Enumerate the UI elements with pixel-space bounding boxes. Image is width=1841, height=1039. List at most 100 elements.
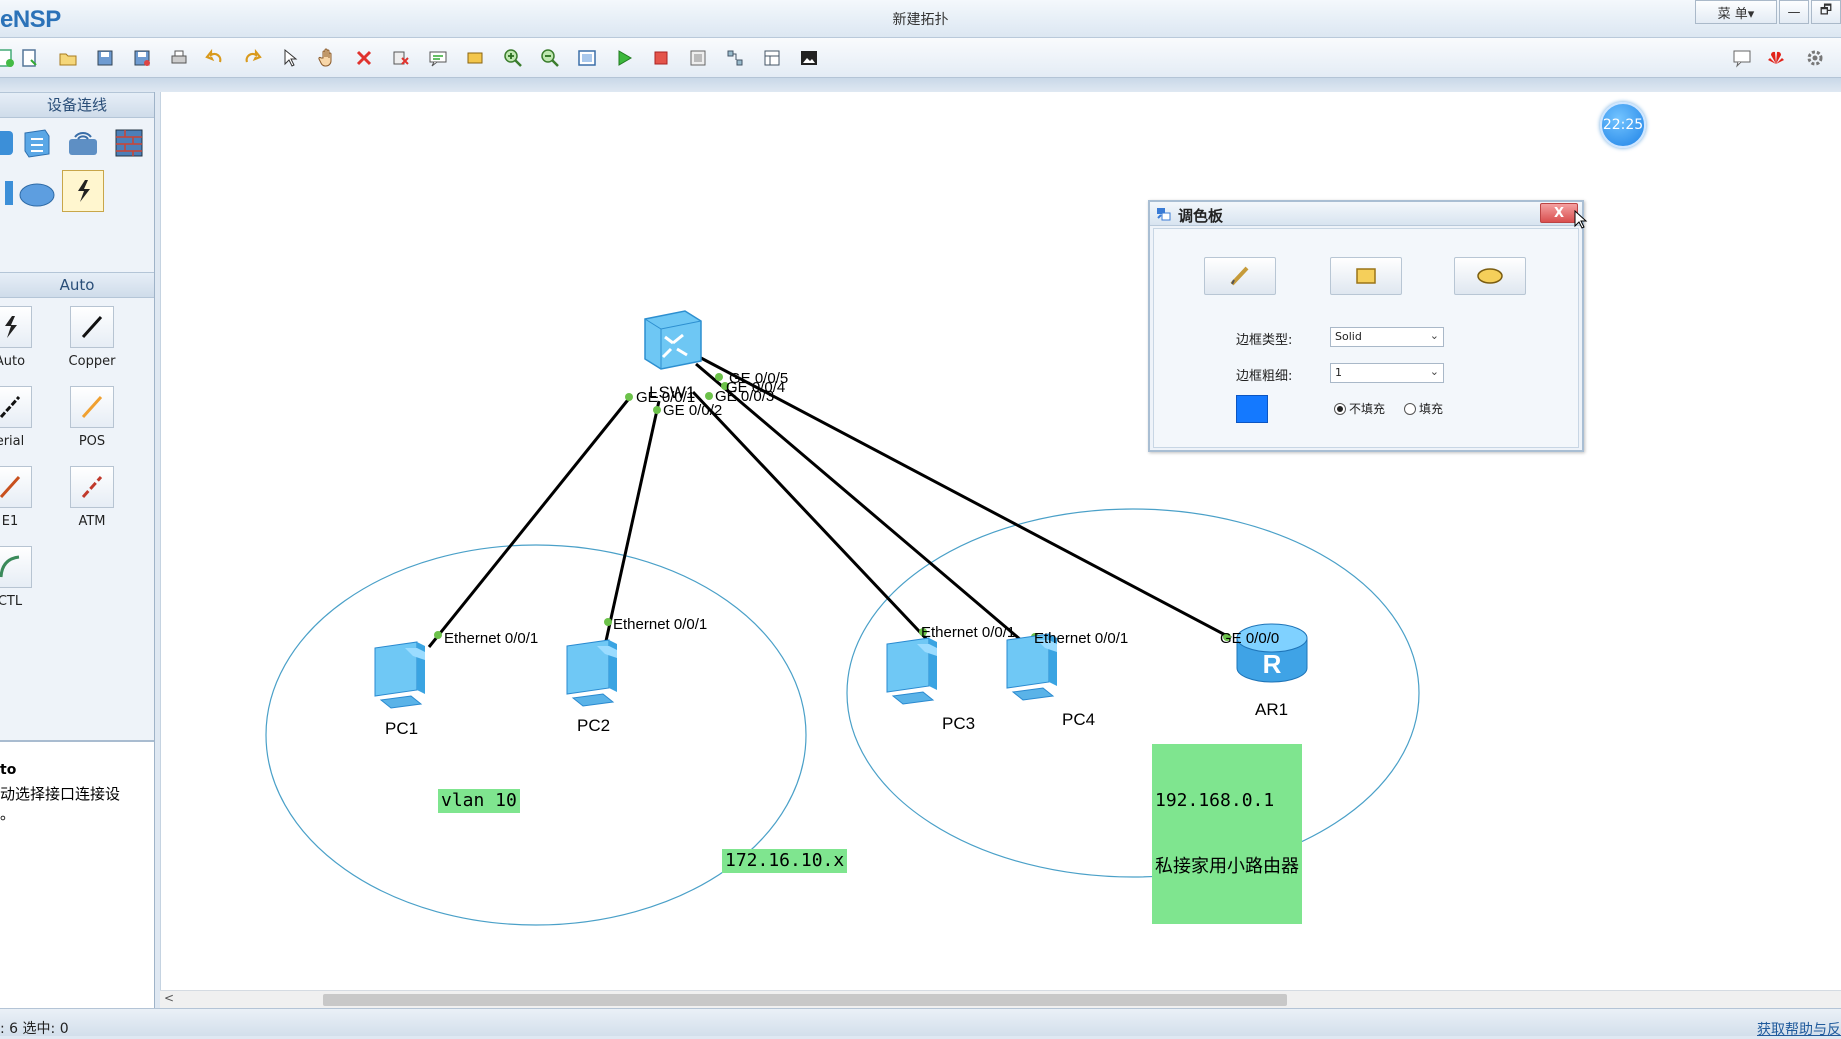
wireless-category-icon[interactable] [62, 122, 104, 164]
help-link[interactable]: 获取帮助与反 [1757, 1022, 1841, 1038]
restore-button[interactable]: 🗗 [1811, 0, 1841, 24]
topology-icon[interactable] [723, 47, 747, 69]
port-label-ar1: GE 0/0/0 [1220, 630, 1280, 647]
link-pc2-lsw1[interactable] [604, 400, 661, 642]
topology-canvas[interactable]: LSW1 PC1 PC2 PC3 PC4 R AR1 GE 0/0/1 GE 0… [160, 92, 1841, 992]
switch-label: LSW1 [649, 383, 696, 402]
palette-dialog: 调色板 X 边框类型: Solid ⌄ 边框粗细: 1 ⌄ 不填充 填充 [1148, 200, 1584, 452]
link-pc4-lsw1[interactable] [695, 362, 1036, 654]
fit-window-icon[interactable] [575, 47, 599, 69]
undo-icon[interactable] [203, 47, 227, 69]
chat-icon[interactable] [1730, 47, 1754, 69]
end-device-category-icon[interactable] [0, 172, 20, 214]
palette-title-icon [1156, 206, 1172, 226]
cable-copper[interactable]: Copper [52, 306, 132, 369]
link-ar1-lsw1[interactable] [700, 356, 1232, 640]
stop-device-icon[interactable] [649, 47, 673, 69]
title-bar: eNSP 新建拓扑 菜 单▾ — 🗗 [0, 0, 1841, 38]
border-type-value: Solid [1335, 330, 1362, 343]
port-dot [705, 392, 713, 400]
palette-icon[interactable] [463, 47, 487, 69]
settings-gear-icon[interactable] [1803, 47, 1827, 69]
link-pc3-lsw1[interactable] [691, 390, 937, 650]
pc1-icon[interactable] [361, 640, 441, 720]
start-device-icon[interactable] [612, 47, 636, 69]
open-icon[interactable] [56, 47, 80, 69]
vlan-area-ellipse[interactable] [265, 544, 807, 926]
pc3-icon[interactable] [873, 636, 953, 716]
new-file-icon[interactable] [18, 47, 42, 69]
ellipse-icon [1477, 268, 1503, 284]
delete-icon[interactable] [352, 47, 376, 69]
cable-category-icon[interactable] [62, 170, 104, 212]
rectangle-tool-button[interactable] [1330, 257, 1402, 295]
pc4-label: PC4 [1062, 710, 1096, 729]
grid-icon[interactable] [760, 47, 784, 69]
clock-badge[interactable]: 22:25 [1600, 102, 1646, 148]
pc4-icon[interactable] [993, 632, 1073, 712]
color-swatch[interactable] [1236, 395, 1268, 423]
redo-icon[interactable] [240, 47, 264, 69]
save-as-icon[interactable] [130, 47, 154, 69]
cable-serial[interactable]: erial [0, 386, 50, 449]
cable-e1[interactable]: E1 [0, 466, 50, 529]
port-dot [715, 373, 723, 381]
text-annotation-icon[interactable] [426, 47, 450, 69]
note-subnet[interactable]: 172.16.10.x [722, 849, 848, 873]
select-pointer-icon[interactable] [278, 47, 302, 69]
cables-header: Auto [0, 272, 154, 298]
scrollbar-thumb[interactable] [323, 994, 1287, 1006]
new-topology-icon[interactable] [0, 47, 18, 69]
capture-icon[interactable] [686, 47, 710, 69]
palette-title-bar[interactable]: 调色板 X [1150, 202, 1582, 226]
device-panel: 设备连线 Auto Auto Copper erial POS E1 ATM C… [0, 92, 155, 1008]
port-label-ge1: GE 0/0/1 [636, 389, 696, 406]
window-title: 新建拓扑 [892, 12, 949, 28]
cable-atm[interactable]: ATM [52, 466, 132, 529]
cable-ctl[interactable]: CTL [0, 546, 50, 609]
pc2-icon[interactable] [553, 638, 633, 718]
huawei-logo-icon[interactable] [1764, 47, 1788, 69]
switch-category-icon[interactable] [16, 122, 58, 164]
cloud-category-icon[interactable] [16, 172, 58, 214]
save-icon[interactable] [93, 47, 117, 69]
screenshot-icon[interactable] [797, 47, 821, 69]
cable-pos[interactable]: POS [52, 386, 132, 449]
firewall-category-icon[interactable] [108, 122, 150, 164]
devices-header: 设备连线 [0, 92, 154, 118]
line-tool-button[interactable] [1204, 257, 1276, 295]
border-width-label: 边框粗细: [1236, 369, 1293, 384]
port-label-ge4: GE 0/0/4 [726, 379, 786, 396]
chevron-down-icon: ⌄ [1429, 329, 1439, 342]
fill-radio[interactable]: 填充 [1404, 400, 1443, 417]
zoom-in-icon[interactable] [501, 47, 525, 69]
delete-link-icon[interactable] [389, 47, 413, 69]
palette-close-button[interactable]: X [1540, 203, 1578, 223]
scroll-left-arrow-icon[interactable]: < [164, 991, 175, 1005]
router-category-icon[interactable] [0, 122, 20, 164]
cable-auto[interactable]: Auto [0, 306, 50, 369]
pan-hand-icon[interactable] [315, 47, 339, 69]
pencil-icon [1230, 266, 1249, 286]
port-label-pc3: Ethernet 0/0/1 [921, 624, 1016, 641]
router-ar1-icon[interactable]: R [1235, 622, 1309, 688]
link-pc1-lsw1[interactable] [427, 395, 633, 648]
description-text: 动选择接口连接设 。 [0, 785, 121, 823]
print-icon[interactable] [167, 47, 191, 69]
ellipse-tool-button[interactable] [1454, 257, 1526, 295]
note-router[interactable]: 192.168.0.1 私接家用小路由器 [1152, 744, 1302, 924]
minimize-button[interactable]: — [1779, 0, 1809, 24]
horizontal-scrollbar[interactable]: < [160, 990, 1841, 1008]
switch-lsw1-icon[interactable] [637, 307, 707, 377]
border-width-select[interactable]: 1 ⌄ [1330, 363, 1444, 383]
chevron-down-icon: ⌄ [1429, 365, 1439, 378]
port-label-pc1: Ethernet 0/0/1 [444, 630, 539, 647]
router-area-ellipse[interactable] [846, 508, 1420, 878]
status-counts: : 6 选中: 0 [0, 1021, 69, 1037]
zoom-out-icon[interactable] [538, 47, 562, 69]
border-type-select[interactable]: Solid ⌄ [1330, 327, 1444, 347]
no-fill-radio[interactable]: 不填充 [1334, 400, 1385, 417]
note-vlan[interactable]: vlan 10 [438, 789, 520, 813]
menu-button[interactable]: 菜 单▾ [1695, 0, 1777, 24]
svg-text:R: R [1263, 649, 1282, 679]
